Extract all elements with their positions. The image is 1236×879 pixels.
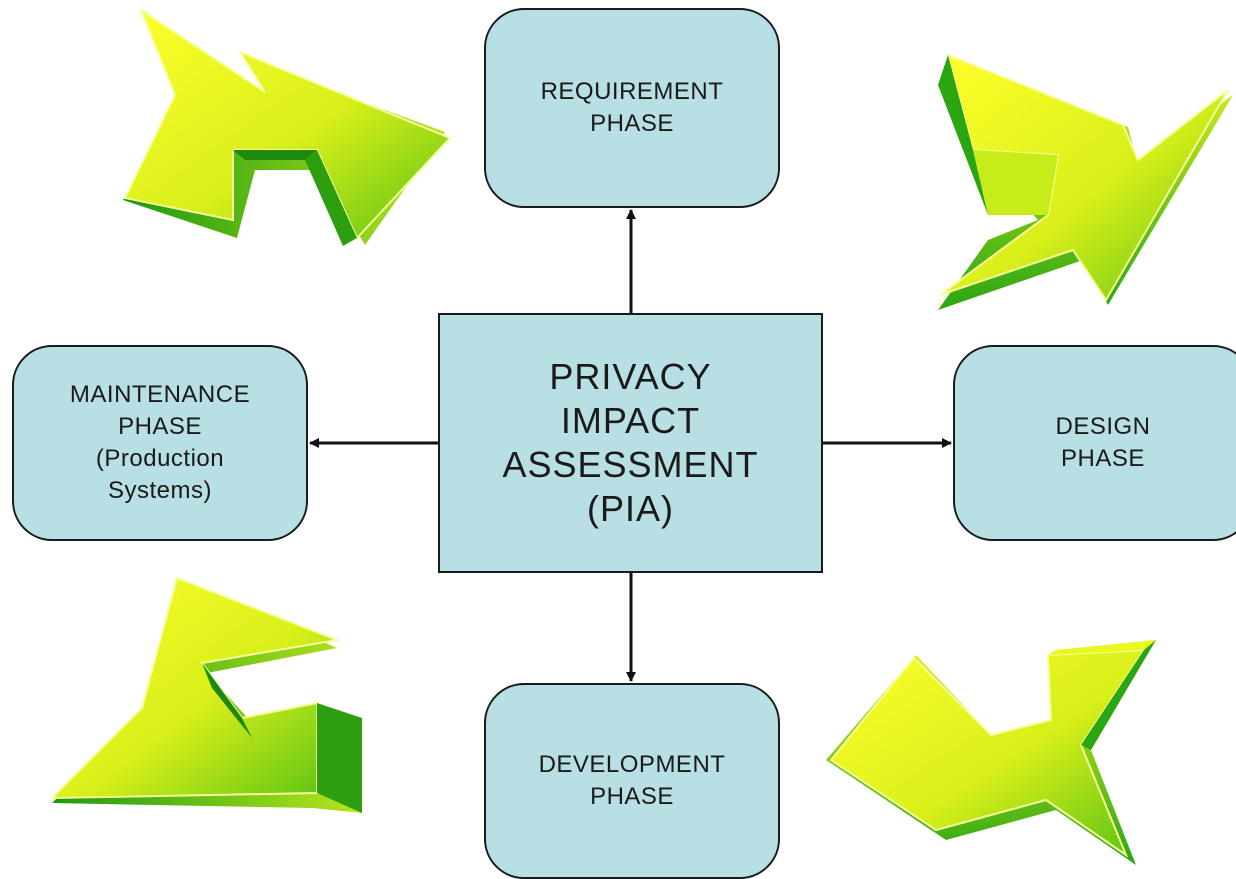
requirement-phase-label: REQUIREMENT PHASE [540,78,724,137]
zigzag-arrow-icon-top-right [938,53,1233,310]
development-phase-box: DEVELOPMENT PHASE [484,683,780,879]
maintenance-phase-box: MAINTENANCE PHASE (Production Systems) [12,345,308,541]
design-phase-label: DESIGN PHASE [1055,413,1151,472]
zigzag-arrow-icon-top-left [123,7,452,246]
zigzag-arrow-icon-bottom-left [49,576,362,813]
maintenance-phase-label: MAINTENANCE PHASE (Production Systems) [69,381,251,504]
pia-center-box: PRIVACY IMPACT ASSESSMENT (PIA) [438,313,823,573]
requirement-phase-box: REQUIREMENT PHASE [484,8,780,208]
zigzag-arrow-icon-bottom-right [826,640,1156,865]
pia-center-label: PRIVACY IMPACT ASSESSMENT (PIA) [502,356,759,529]
development-phase-label: DEVELOPMENT PHASE [538,751,726,810]
design-phase-box: DESIGN PHASE [953,345,1236,541]
